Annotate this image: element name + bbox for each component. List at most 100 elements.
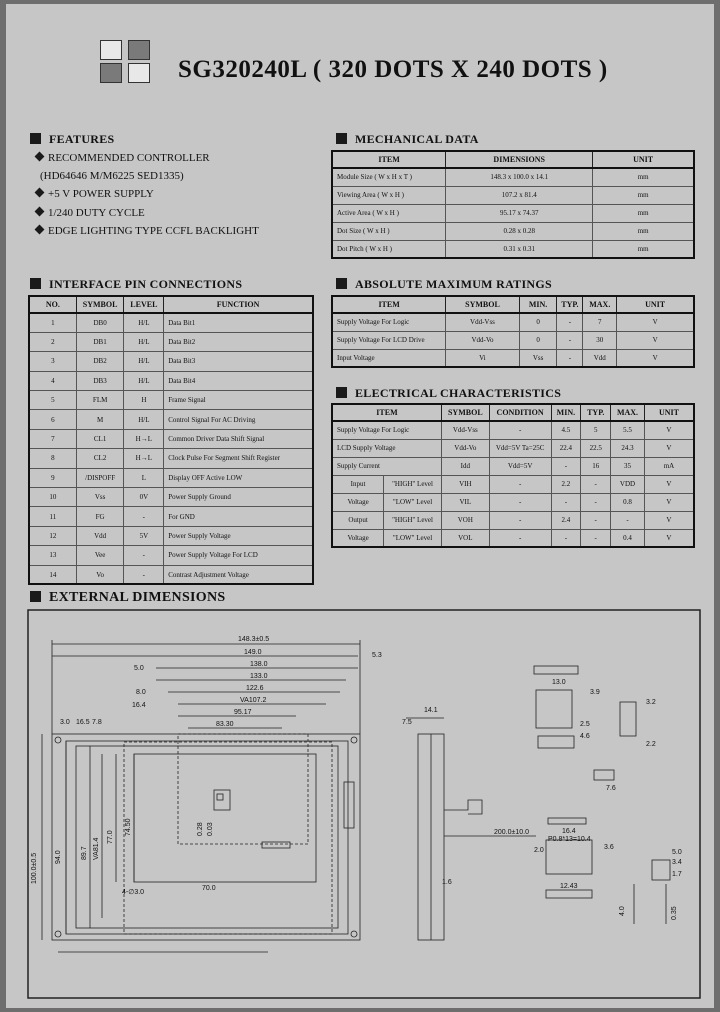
- dim-label: 0.03: [207, 822, 214, 836]
- dim-label: 122.6: [246, 685, 264, 692]
- dot-detail: [213, 789, 231, 811]
- viewing-area-outline: [123, 741, 333, 935]
- table-cell: 2.4: [550, 510, 582, 530]
- diamond-bullet-icon: [34, 187, 45, 198]
- table-cell: -: [580, 510, 612, 530]
- dim-label: 3.4: [672, 859, 682, 866]
- table-cell: For GND: [163, 506, 314, 527]
- table-cell: V: [616, 348, 695, 368]
- dim-label: 94.0: [55, 850, 62, 864]
- feature-item: RECOMMENDED CONTROLLER: [34, 151, 210, 164]
- table-cell: -: [550, 456, 582, 476]
- column-header: TYP.: [580, 403, 612, 422]
- connector-top-view: [533, 665, 579, 675]
- table-cell: Display OFF Active LOW: [163, 467, 314, 489]
- table-cell: Data Bit2: [163, 331, 314, 353]
- table-cell: -: [580, 474, 612, 494]
- connector-small-view: [593, 769, 615, 781]
- column-header: MIN.: [550, 403, 582, 422]
- dim-label: 200.0±10.0: [494, 829, 529, 836]
- table-cell: mm: [592, 167, 695, 187]
- table-cell: 6: [28, 409, 77, 430]
- logo-square: [100, 63, 122, 83]
- table-cell: Viewing Area ( W x H ): [331, 185, 447, 205]
- table-cell: CL1: [75, 428, 125, 450]
- table-cell: 22.4: [550, 438, 582, 458]
- table-cell: V: [643, 474, 695, 494]
- table-cell: Vo: [75, 564, 125, 585]
- table-cell: H/L: [123, 312, 165, 333]
- table-cell: -: [488, 420, 552, 440]
- mount-hole: [54, 930, 62, 938]
- table-cell: DB1: [75, 331, 125, 353]
- features-heading: FEATURES: [30, 132, 115, 147]
- heading-bullet-icon: [30, 278, 41, 289]
- fpc-side-view: [651, 859, 671, 881]
- column-header: UNIT: [643, 403, 695, 422]
- active-area-outline: [133, 753, 317, 883]
- table-cell: -: [488, 528, 552, 548]
- table-cell: -: [550, 492, 582, 512]
- table-cell: mm: [592, 221, 695, 241]
- table-cell: Vi: [445, 348, 520, 368]
- table-cell: Vdd-Vss: [440, 420, 490, 440]
- table-cell: VIL: [440, 492, 490, 512]
- column-header: NO.: [28, 295, 77, 314]
- dim-label: VA81.4: [93, 837, 100, 860]
- table-cell: DB0: [75, 312, 125, 333]
- logo-square: [100, 40, 122, 60]
- table-cell: Power Supply Voltage: [163, 525, 314, 547]
- table-cell: V: [643, 528, 695, 548]
- electrical-heading: ELECTRICAL CHARACTERISTICS: [336, 386, 561, 401]
- table-cell: Supply Voltage For Logic: [331, 312, 447, 332]
- table-cell: mm: [592, 185, 695, 205]
- table-cell: 5.5: [610, 420, 645, 440]
- table-cell: -: [488, 510, 552, 530]
- dim-label: 2.5: [580, 721, 590, 728]
- table-cell: 12: [28, 525, 77, 547]
- dim-label: 7.8: [92, 719, 102, 726]
- column-header: TYP.: [556, 295, 584, 314]
- table-cell: "HIGH" Level: [383, 510, 442, 530]
- table-cell: 4: [28, 370, 77, 392]
- table-cell: 2.2: [550, 474, 582, 494]
- table-cell: VOH: [440, 510, 490, 530]
- column-header: ITEM: [331, 403, 442, 422]
- table-cell: H/L: [123, 370, 165, 392]
- table-cell: Module Size ( W x H x T ): [331, 167, 447, 187]
- table-cell: FG: [75, 506, 125, 527]
- table-cell: 30: [582, 330, 618, 350]
- column-header: MAX.: [582, 295, 618, 314]
- table-cell: "LOW" Level: [383, 492, 442, 512]
- table-cell: 16: [580, 456, 612, 476]
- dim-label: 83.30: [216, 721, 234, 728]
- column-header: SYMBOL: [440, 403, 490, 422]
- table-cell: -: [556, 348, 584, 368]
- table-cell: mm: [592, 203, 695, 223]
- interface-heading: INTERFACE PIN CONNECTIONS: [30, 277, 242, 292]
- diamond-bullet-icon: [34, 151, 45, 162]
- table-cell: Vdd: [582, 348, 618, 368]
- absolute-heading: ABSOLUTE MAXIMUM RATINGS: [336, 277, 552, 292]
- drawing-frame: [27, 609, 701, 999]
- heading-bullet-icon: [336, 133, 347, 144]
- table-cell: -: [550, 528, 582, 548]
- table-cell: FLM: [75, 390, 125, 411]
- dim-label: 89.7: [81, 846, 88, 860]
- table-cell: 5V: [123, 525, 165, 547]
- table-cell: 9: [28, 467, 77, 489]
- dim-label: 0.28: [197, 822, 204, 836]
- table-cell: -: [123, 564, 165, 585]
- connector-front-view: [535, 689, 573, 729]
- dim-label: 4.0: [619, 906, 626, 916]
- table-cell: Power Supply Voltage For LCD: [163, 545, 314, 566]
